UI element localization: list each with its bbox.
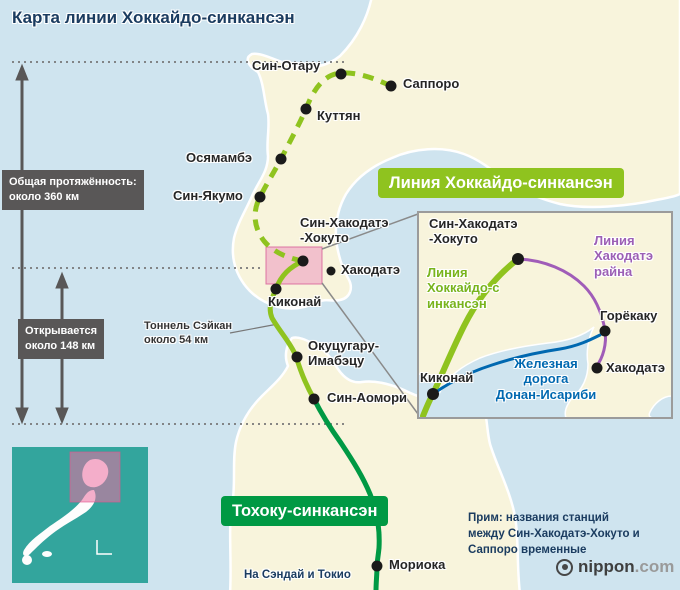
inset-dot-kikonai: [427, 388, 439, 400]
hokkaido-line-badge: Линия Хоккайдо-синкансэн: [378, 168, 624, 198]
station-dot-okutsugaru-imabetsu: [291, 351, 303, 363]
inset-hakodate-liner-label: Линия Хакодатэ райна: [594, 233, 654, 279]
station-dot-sin-otaru: [335, 68, 347, 80]
inset-hakodate-liner-line: [516, 257, 607, 369]
station-dot-hakodate: [326, 266, 336, 276]
opening-length-box: Открывается около 148 км: [18, 319, 105, 359]
inset-border: [417, 211, 673, 419]
inset-map: [418, 212, 672, 418]
seikan-tunnel-label: Тоннель Сэйкан около 54 км: [144, 320, 233, 347]
station-dot-sapporo: [385, 80, 397, 92]
station-label-kikonai: Киконай: [268, 294, 322, 309]
japan-minimap: [12, 447, 148, 583]
station-dot-kikonai: [270, 283, 282, 295]
nippon-logo-suffix: .com: [634, 557, 675, 576]
inset-connector-bottom: [321, 282, 419, 415]
station-label-morioka: Мориока: [389, 557, 446, 572]
station-label-okutsugaru-imabetsu: Окуцугару- Имабэцу: [308, 338, 380, 368]
minimap-honshu: [23, 490, 96, 557]
station-label-sapporo: Саппоро: [403, 76, 460, 91]
inset-hokkaido-shinkansen-line: [420, 256, 521, 418]
station-label-osyamambe: Осямамбэ: [186, 150, 253, 165]
minimap-highlight-rect: [69, 451, 121, 503]
total-length-box: Общая протяжённость: около 360 км: [2, 170, 144, 210]
station-dot-sin-yakumo: [254, 191, 266, 203]
temporary-names-note: Прим: названия станций между Син-Хакодат…: [468, 512, 640, 557]
to-sendai-tokyo-label: На Сэндай и Токио: [244, 569, 351, 581]
station-label-kuttyan: Куттян: [317, 108, 361, 123]
nippon-logo: nippon.com: [556, 557, 674, 577]
inset-label-kikonai: Киконай: [420, 370, 474, 385]
inset-label-sin-hakodate-hokuto: Син-Хакодатэ -Хокуто: [429, 216, 518, 246]
station-dot-osyamambe: [275, 153, 287, 165]
station-label-sin-aomori: Син-Аомори: [327, 390, 408, 405]
inset-label-goryokaku: Горёкаку: [600, 308, 658, 323]
station-label-sin-otaru: Син-Отару: [252, 58, 321, 73]
minimap-shikoku: [42, 551, 52, 557]
nippon-target-icon: [556, 558, 573, 576]
tunnel-pointer-line: [229, 323, 279, 334]
inset-dot-sin-hakodate-hokuto: [512, 253, 524, 265]
tohoku-line-badge: Тохоку-синкансэн: [221, 496, 389, 526]
minimap-corner-mark: [96, 540, 112, 555]
station-label-sin-yakumo: Син-Якумо: [173, 188, 243, 203]
inset-connector-top: [321, 213, 419, 250]
station-dot-kuttyan: [300, 103, 312, 115]
inset-label-hakodate: Хакодатэ: [606, 360, 666, 375]
station-dot-sin-aomori: [308, 393, 320, 405]
station-label-sin-hakodate-hokuto: Син-Хакодатэ -Хокуто: [300, 215, 389, 245]
inset-donan-isaribi-label: Железная дорога Донан-Исариби: [495, 356, 597, 402]
station-label-hakodate: Хакодатэ: [341, 262, 401, 277]
nippon-logo-brand: nippon: [578, 557, 635, 576]
map-title: Карта линии Хоккайдо-синкансэн: [12, 8, 295, 27]
station-dot-morioka: [371, 560, 383, 572]
inset-donan-isaribi-line: [431, 333, 602, 396]
station-dot-sin-hakodate-hokuto: [297, 255, 309, 267]
inset-hokkaido-line-label: Линия Хоккайдо-с инкансэн: [427, 265, 500, 311]
station-dots: [254, 68, 397, 572]
inset-dot-goryokaku: [599, 325, 611, 337]
inset-dot-hakodate: [591, 362, 603, 374]
hokkaido-shinkansen-open-route: [267, 258, 317, 401]
minimap-kyushu: [22, 555, 32, 565]
